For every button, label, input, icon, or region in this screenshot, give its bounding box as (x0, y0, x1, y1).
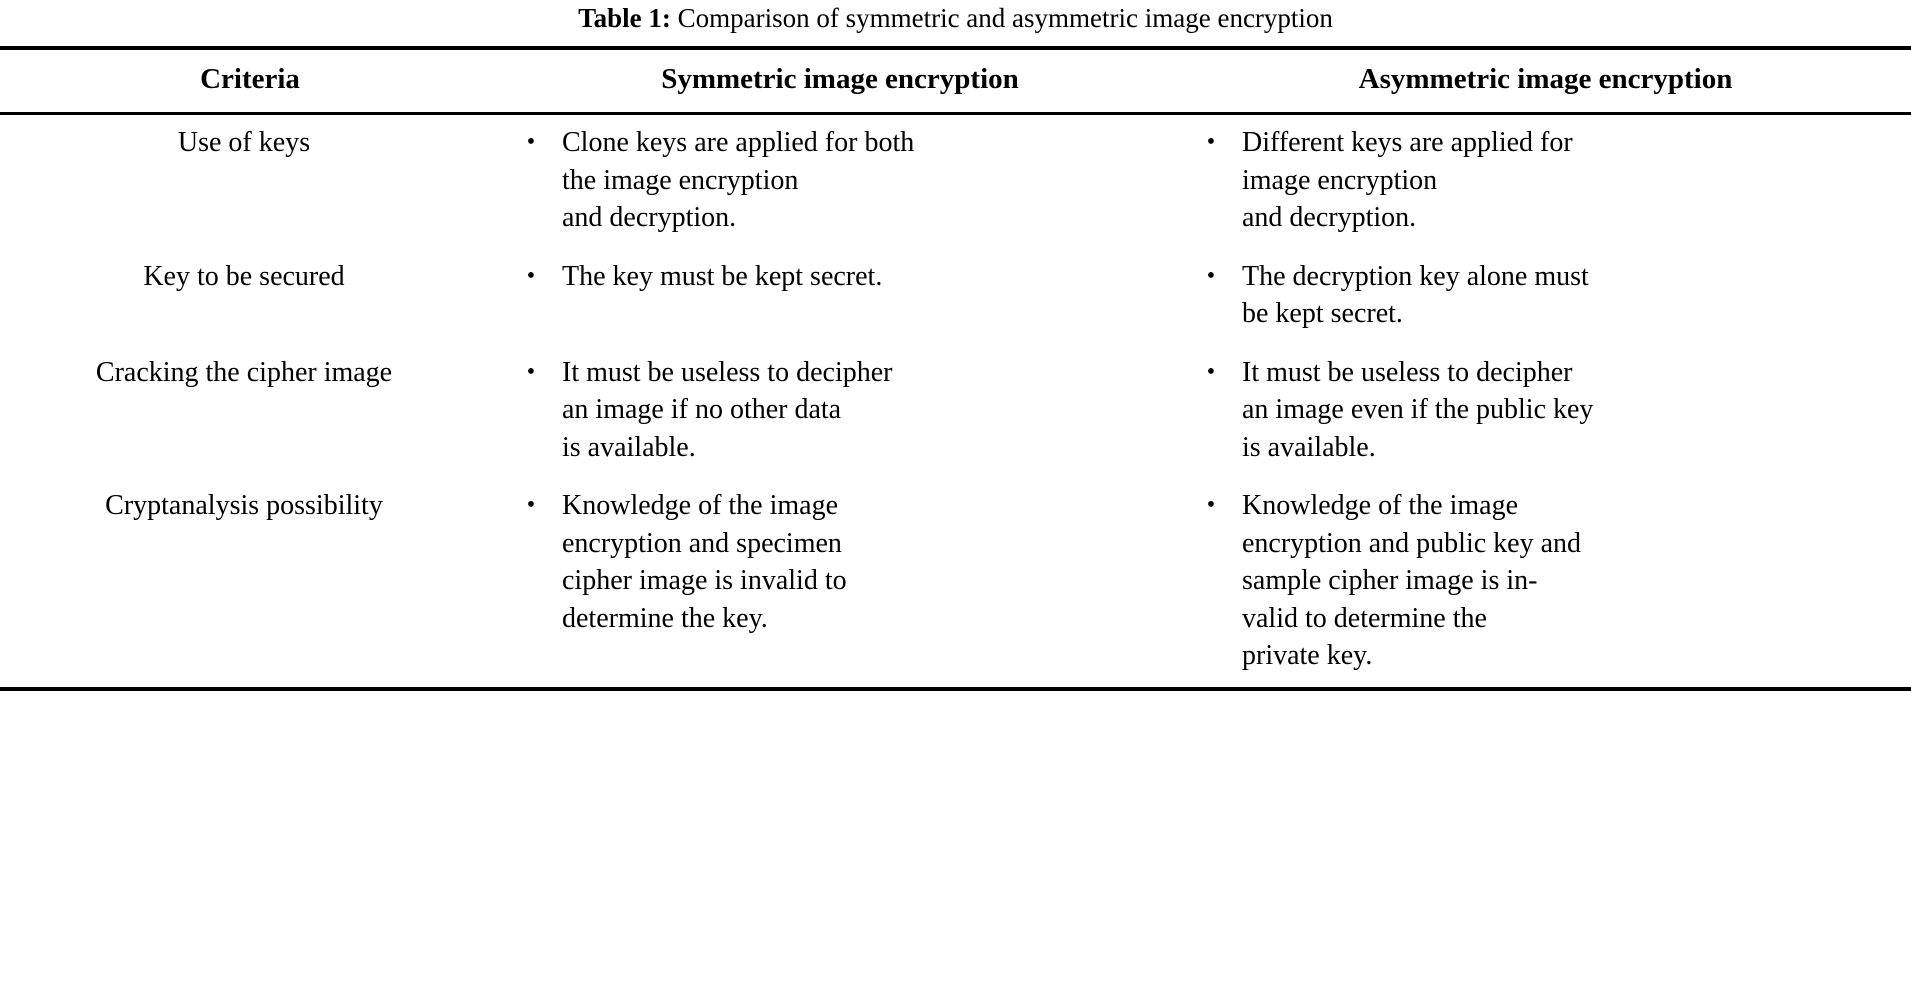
criteria-cell: Use of keys (177, 127, 311, 159)
bullet-text-line: encryption and specimen (562, 527, 842, 559)
bullet-point-icon: • (1206, 129, 1216, 156)
bullet-text-line: be kept secret. (1242, 298, 1403, 330)
bullet-text-line: an image even if the public key (1242, 394, 1594, 426)
bullet-text: The key must be kept secret. (562, 258, 1164, 296)
bullet-point-icon: • (526, 358, 536, 385)
symmetric-cell: • The key must be kept secret. (500, 249, 1180, 345)
criteria-cell: Key to be secured (143, 260, 345, 292)
bullet-text-line: is available. (562, 431, 696, 463)
bullet-text-line: private key. (1242, 640, 1373, 672)
bullet-text-line: and decryption. (1242, 202, 1417, 234)
comparison-table: Criteria Symmetric image encryption Asym… (0, 50, 1911, 112)
table-caption: Table 1: Comparison of symmetric and asy… (0, 0, 1911, 46)
table-top-rule (0, 46, 1911, 51)
criteria-cell: Cryptanalysis possibility (105, 490, 383, 522)
bullet-text-line: sample cipher image is in- (1242, 565, 1538, 597)
bullet-point-icon: • (526, 492, 536, 519)
bullet-text-line: Knowledge of the image (562, 490, 839, 522)
bullet-text-line: an image if no other data (562, 394, 842, 426)
symmetric-cell: • Clone keys are applied for both the imag… (500, 115, 1180, 249)
table-body: Use of keys • Clone keys are applied for b… (0, 115, 1911, 687)
bullet-item: • Knowledge of the image encryption and sp… (500, 487, 1164, 637)
bullet-text-line: the image encryption (562, 164, 799, 196)
table-row: Key to be secured • The key must be kept s… (0, 249, 1911, 345)
table-row: Cryptanalysis possibility • Knowledge of t… (0, 478, 1911, 687)
bullet-text-line: Knowledge of the image (1242, 490, 1519, 522)
bullet-point-icon: • (1206, 358, 1216, 385)
bullet-item: • The key must be kept secret. (500, 258, 1164, 296)
bullet-text: Knowledge of the image encryption and pub… (1242, 487, 1905, 675)
bullet-text: The decryption key alone must be kept sec… (1242, 258, 1905, 333)
bullet-text-line: The key must be kept secret. (562, 260, 883, 292)
bullet-text-line: valid to determine the (1242, 602, 1487, 634)
bullet-text-line: encryption and public key and (1242, 527, 1582, 559)
caption-label: Table 1: (578, 3, 671, 33)
column-header-criteria: Criteria (200, 63, 300, 96)
bullet-text: It must be useless to decipher an image i… (562, 354, 1164, 467)
bullet-item: • It must be useless to decipher an image … (500, 354, 1164, 467)
bullet-point-icon: • (526, 262, 536, 289)
bullet-text: Different keys are applied for image encr… (1242, 124, 1905, 237)
column-header-asymmetric: Asymmetric image encryption (1358, 63, 1733, 96)
asymmetric-cell: • Knowledge of the image encryption and pu… (1180, 478, 1911, 687)
symmetric-cell: • It must be useless to decipher an image … (500, 345, 1180, 479)
bullet-text: Clone keys are applied for both the image… (562, 124, 1164, 237)
bullet-text-line: determine the key. (562, 602, 768, 634)
table-figure: Table 1: Comparison of symmetric and asy… (0, 0, 1911, 691)
bullet-point-icon: • (1206, 262, 1216, 289)
bullet-item: • Knowledge of the image encryption and pu… (1180, 487, 1905, 675)
bullet-item: • The decryption key alone must be kept se… (1180, 258, 1905, 333)
column-header-symmetric: Symmetric image encryption (661, 63, 1019, 96)
table-header-rule (0, 112, 1911, 116)
asymmetric-cell: • Different keys are applied for image enc… (1180, 115, 1911, 249)
bullet-point-icon: • (526, 129, 536, 156)
bullet-text-line: image encryption (1242, 164, 1438, 196)
table-header: Criteria Symmetric image encryption Asym… (0, 50, 1911, 112)
bullet-item: • Clone keys are applied for both the imag… (500, 124, 1164, 237)
symmetric-cell: • Knowledge of the image encryption and sp… (500, 478, 1180, 687)
bullet-item: • Different keys are applied for image enc… (1180, 124, 1905, 237)
comparison-table-body: Use of keys • Clone keys are applied for b… (0, 115, 1911, 687)
table-bottom-rule (0, 686, 1911, 691)
asymmetric-cell: • It must be useless to decipher an image … (1180, 345, 1911, 479)
bullet-text-line: cipher image is invalid to (562, 565, 847, 597)
criteria-cell: Cracking the cipher image (95, 356, 393, 388)
bullet-text-line: is available. (1242, 431, 1376, 463)
table-header-row: Criteria Symmetric image encryption Asym… (0, 50, 1911, 112)
asymmetric-cell: • The decryption key alone must be kept se… (1180, 249, 1911, 345)
bullet-text: It must be useless to decipher an image e… (1242, 354, 1905, 467)
bullet-text-line: It must be useless to decipher (562, 356, 893, 388)
bullet-text-line: Different keys are applied for (1242, 127, 1573, 159)
table-row: Use of keys • Clone keys are applied for b… (0, 115, 1911, 249)
bullet-text-line: Clone keys are applied for both (562, 127, 915, 159)
table-row: Cracking the cipher image • It must be use… (0, 345, 1911, 479)
bullet-text: Knowledge of the image encryption and spe… (562, 487, 1164, 637)
bullet-text-line: It must be useless to decipher (1242, 356, 1573, 388)
bullet-text-line: and decryption. (562, 202, 737, 234)
bullet-item: • It must be useless to decipher an image … (1180, 354, 1905, 467)
bullet-point-icon: • (1206, 492, 1216, 519)
caption-text: Comparison of symmetric and asymmetric i… (677, 3, 1333, 33)
bullet-text-line: The decryption key alone must (1242, 260, 1589, 292)
